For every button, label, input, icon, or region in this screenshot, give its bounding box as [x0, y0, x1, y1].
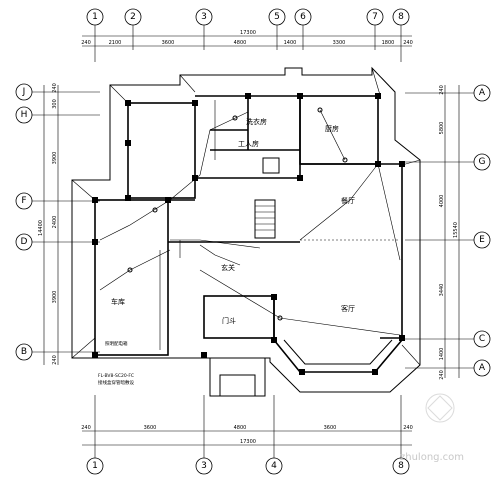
bottom-axis-3: 3	[195, 457, 213, 475]
wiring	[99, 100, 401, 350]
left-axis-H: H	[15, 106, 33, 124]
svg-text:3600: 3600	[162, 40, 175, 46]
top-axis-bubbles: 1 2 3 5 6 7 8	[86, 8, 410, 26]
svg-text:G: G	[479, 157, 486, 167]
svg-text:240: 240	[439, 370, 445, 380]
roof-outline	[71, 66, 421, 393]
right-axis-E: E	[473, 231, 491, 249]
svg-text:240: 240	[52, 83, 58, 93]
right-dimensions: 15540 240 5800 4000 3440 1400 240	[405, 85, 474, 380]
bottom-total-dim: 17300	[240, 439, 256, 445]
svg-text:3600: 3600	[144, 425, 157, 431]
left-axis-F: F	[15, 192, 33, 210]
right-total-dim: 15540	[453, 222, 459, 238]
staircase	[254, 199, 276, 239]
room-label-dining: 餐厅	[341, 196, 355, 205]
top-axis-8: 8	[392, 8, 410, 26]
svg-text:6: 6	[300, 12, 306, 22]
left-axis-B: B	[15, 343, 33, 361]
svg-text:1400: 1400	[439, 348, 445, 361]
svg-text:240: 240	[403, 40, 413, 46]
left-axis-bubbles: J H F D B	[15, 83, 33, 361]
right-axis-C: C	[473, 330, 491, 348]
top-axis-2: 2	[124, 8, 142, 26]
svg-text:3900: 3900	[52, 152, 58, 165]
svg-text:240: 240	[403, 425, 413, 431]
svg-text:1400: 1400	[284, 40, 297, 46]
right-axis-A-top: A	[473, 84, 491, 102]
bottom-dimensions: 240 3600 4800 3600 240 17300	[81, 395, 413, 458]
svg-text:4000: 4000	[439, 195, 445, 208]
cable-note: FL-BV8-SC20-FC	[98, 373, 134, 379]
bottom-axis-bubbles: 1 3 4 8	[86, 457, 410, 475]
svg-text:B: B	[21, 347, 27, 357]
bottom-axis-8: 8	[392, 457, 410, 475]
svg-text:E: E	[479, 235, 485, 245]
svg-text:3: 3	[201, 461, 207, 471]
top-axis-7: 7	[366, 8, 384, 26]
room-label-servant: 工人房	[238, 139, 259, 148]
top-axis-1: 1	[86, 8, 104, 26]
svg-text:C: C	[479, 334, 485, 344]
svg-text:4: 4	[271, 461, 277, 471]
top-dimensions: 17300 240 2100 3600 4800 1400 3300 1800 …	[81, 25, 413, 62]
svg-text:4800: 4800	[234, 40, 247, 46]
svg-text:2: 2	[130, 12, 136, 22]
panel-label: 照明配电箱	[105, 340, 128, 347]
svg-text:7: 7	[372, 12, 378, 22]
room-label-laundry: 洗衣房	[246, 117, 267, 126]
svg-text:3300: 3300	[333, 40, 346, 46]
svg-text:A: A	[479, 88, 486, 98]
svg-text:3440: 3440	[439, 284, 445, 297]
room-label-hallway: 玄关	[221, 263, 235, 272]
svg-text:240: 240	[81, 40, 91, 46]
cable-note-2: 接线盒穿管暗敷设	[98, 379, 134, 386]
room-label-kitchen: 厨房	[325, 124, 339, 133]
left-axis-D: D	[15, 233, 33, 251]
svg-text:J: J	[22, 87, 26, 97]
svg-text:5800: 5800	[439, 122, 445, 135]
top-axis-3: 3	[195, 8, 213, 26]
left-dimensions: 14400 240 300 3900 2400 3900 240	[32, 83, 100, 365]
svg-text:1: 1	[92, 461, 98, 471]
top-total-dim: 17300	[240, 30, 256, 36]
left-axis-J: J	[15, 83, 33, 101]
room-label-garage: 车库	[111, 297, 125, 306]
right-axis-G: G	[473, 153, 491, 171]
svg-text:1800: 1800	[382, 40, 395, 46]
svg-text:F: F	[21, 196, 26, 206]
svg-text:240: 240	[439, 85, 445, 95]
svg-text:8: 8	[398, 461, 404, 471]
svg-text:4800: 4800	[234, 425, 247, 431]
top-axis-5: 5	[268, 8, 286, 26]
svg-text:A: A	[479, 363, 486, 373]
watermark-logo	[425, 393, 455, 423]
top-axis-6: 6	[294, 8, 312, 26]
svg-text:5: 5	[274, 12, 280, 22]
svg-text:300: 300	[52, 99, 58, 109]
svg-text:H: H	[21, 110, 28, 120]
svg-text:2400: 2400	[52, 216, 58, 229]
right-axis-A-bottom: A	[473, 359, 491, 377]
bottom-axis-1: 1	[86, 457, 104, 475]
walls	[94, 95, 403, 397]
svg-text:240: 240	[52, 355, 58, 365]
svg-text:3900: 3900	[52, 291, 58, 304]
bottom-axis-4: 4	[265, 457, 283, 475]
right-axis-bubbles: A G E C A	[473, 84, 491, 377]
room-labels: 洗衣房 工人房 厨房 餐厅 玄关 车库 客厅 门斗	[111, 117, 355, 325]
room-label-foyer: 门斗	[222, 316, 236, 325]
left-total-dim: 14400	[38, 220, 44, 236]
svg-text:3600: 3600	[324, 425, 337, 431]
svg-text:3: 3	[201, 12, 207, 22]
svg-text:D: D	[21, 237, 28, 247]
watermark-text: zhulong.com	[400, 452, 464, 463]
svg-text:240: 240	[81, 425, 91, 431]
room-label-living: 客厅	[341, 304, 355, 313]
svg-text:2100: 2100	[109, 40, 122, 46]
svg-text:1: 1	[92, 12, 98, 22]
svg-text:8: 8	[398, 12, 404, 22]
